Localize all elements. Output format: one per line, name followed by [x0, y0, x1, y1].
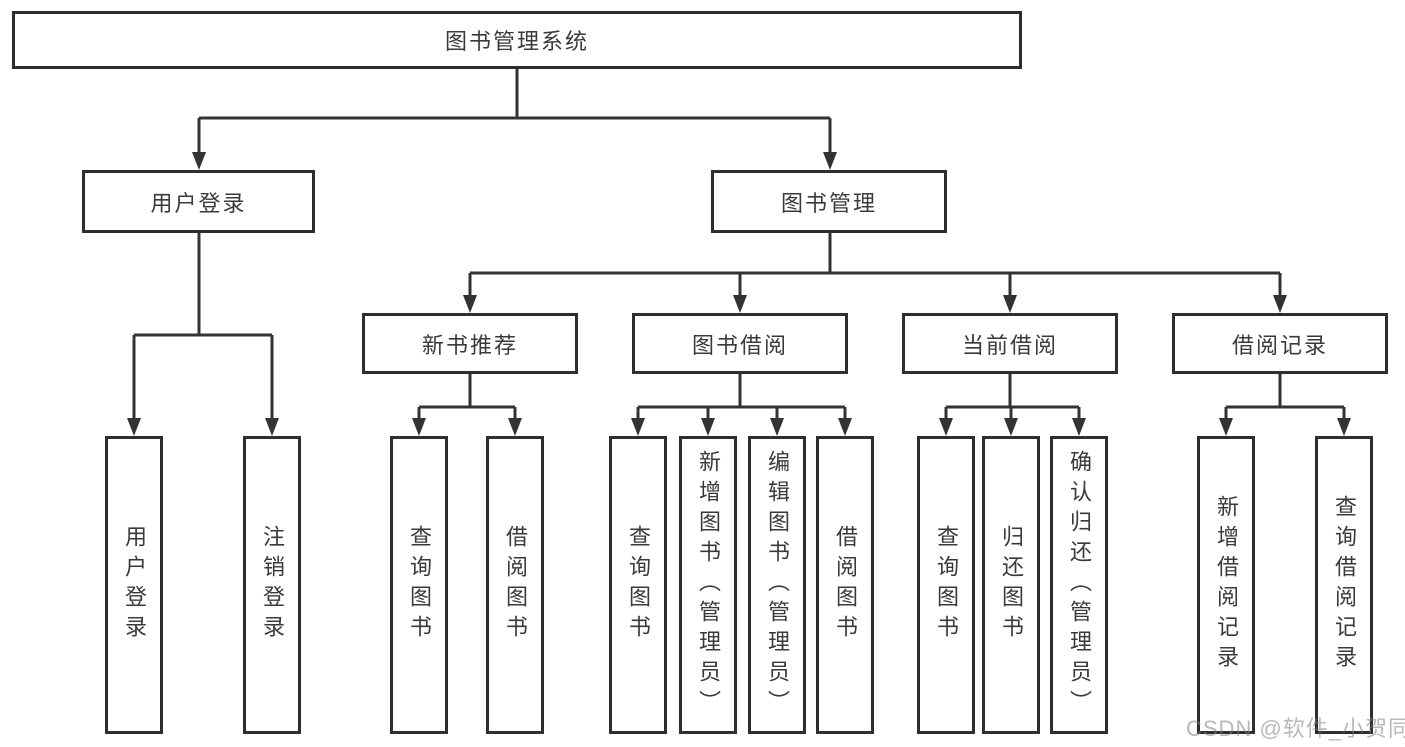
node-leaf-confirm-return-admin: 确认归还（管理员）: [1050, 436, 1108, 734]
node-module-label: 新书推荐: [421, 332, 518, 358]
arrow-down-icon: [838, 418, 852, 436]
node-leaf-return-book: 归还图书: [982, 436, 1040, 734]
connector-new-book-recommend-to-leaves: [412, 374, 522, 436]
arrow-down-icon: [265, 418, 279, 436]
node-leaf-query-borrow-record: 查询借阅记录: [1315, 436, 1373, 734]
node-leaf-add-borrow-record: 新增借阅记录: [1197, 436, 1255, 734]
node-leaf-label: 用户登录: [122, 525, 147, 645]
node-module-label: 图书借阅: [691, 332, 788, 358]
node-book-management: 图书管理: [711, 170, 947, 233]
node-leaf-borrow-book-2: 借阅图书: [816, 436, 874, 734]
node-module-label: 当前借阅: [961, 332, 1058, 358]
node-leaf-query-book-1: 查询图书: [390, 436, 448, 734]
node-user-login-label: 用户登录: [150, 190, 247, 216]
node-book-management-label: 图书管理: [780, 190, 877, 216]
arrow-down-icon: [463, 295, 477, 313]
node-module-current-borrow: 当前借阅: [902, 313, 1118, 374]
node-leaf-label: 借阅图书: [503, 525, 528, 645]
arrow-down-icon: [508, 418, 522, 436]
node-user-login: 用户登录: [82, 170, 315, 233]
arrow-down-icon: [733, 295, 747, 313]
node-leaf-label: 确认归还（管理员）: [1067, 450, 1092, 720]
arrow-down-icon: [701, 418, 715, 436]
node-leaf-logout: 注销登录: [243, 436, 301, 734]
node-root: 图书管理系统: [12, 11, 1022, 69]
connector-current-borrow-to-leaves: [939, 374, 1086, 436]
arrow-down-icon: [823, 152, 837, 170]
node-leaf-label: 注销登录: [260, 525, 285, 645]
node-leaf-label: 新增图书（管理员）: [696, 450, 721, 720]
arrow-down-icon: [770, 418, 784, 436]
arrow-down-icon: [1219, 418, 1233, 436]
arrow-down-icon: [1337, 418, 1351, 436]
arrow-down-icon: [1003, 295, 1017, 313]
connector-root-to-level2: [192, 68, 837, 170]
connector-book-management-to-modules: [463, 233, 1287, 313]
node-leaf-label: 查询图书: [934, 525, 959, 645]
arrow-down-icon: [1004, 418, 1018, 436]
connector-book-borrow-to-leaves: [631, 374, 852, 436]
node-leaf-label: 查询借阅记录: [1332, 495, 1357, 675]
connector-user-login-to-leaves: [127, 233, 279, 436]
arrow-down-icon: [939, 418, 953, 436]
node-leaf-label: 新增借阅记录: [1214, 495, 1239, 675]
node-leaf-query-book-2: 查询图书: [609, 436, 667, 734]
node-leaf-user-login: 用户登录: [105, 436, 163, 734]
node-leaf-label: 借阅图书: [833, 525, 858, 645]
node-root-label: 图书管理系统: [444, 29, 589, 54]
node-leaf-label: 归还图书: [999, 525, 1024, 645]
node-module-new-book-recommend: 新书推荐: [362, 313, 578, 374]
node-module-borrow-record: 借阅记录: [1172, 313, 1388, 374]
arrow-down-icon: [631, 418, 645, 436]
arrow-down-icon: [1072, 418, 1086, 436]
node-module-label: 借阅记录: [1231, 332, 1328, 358]
node-leaf-edit-book-admin: 编辑图书（管理员）: [748, 436, 806, 734]
arrow-down-icon: [412, 418, 426, 436]
node-leaf-label: 查询图书: [626, 525, 651, 645]
node-leaf-label: 查询图书: [407, 525, 432, 645]
node-leaf-borrow-book-1: 借阅图书: [486, 436, 544, 734]
connector-borrow-record-to-leaves: [1219, 374, 1351, 436]
arrow-down-icon: [192, 152, 206, 170]
node-leaf-query-book-3: 查询图书: [917, 436, 975, 734]
node-module-book-borrow: 图书借阅: [632, 313, 848, 374]
arrow-down-icon: [127, 418, 141, 436]
node-leaf-add-book-admin: 新增图书（管理员）: [679, 436, 737, 734]
node-leaf-label: 编辑图书（管理员）: [765, 450, 790, 720]
arrow-down-icon: [1273, 295, 1287, 313]
